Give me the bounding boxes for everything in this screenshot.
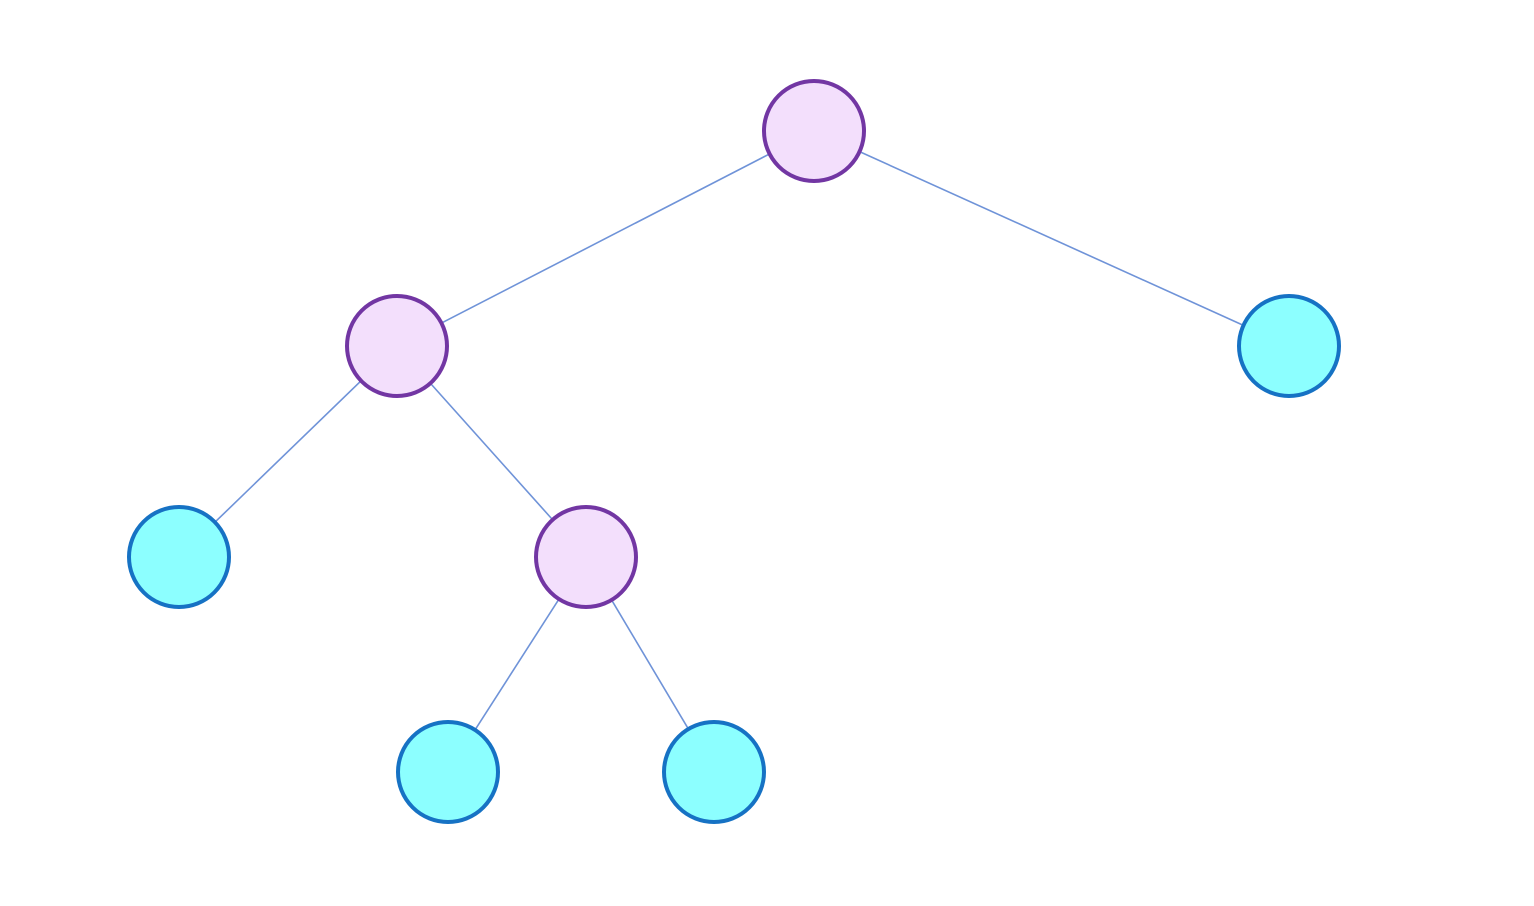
leaf-node-circle <box>662 720 766 824</box>
node-root <box>762 79 866 183</box>
edge-root-to-left <box>441 153 770 324</box>
leaf-node-circle <box>127 505 231 609</box>
leaf-node-circle <box>396 720 500 824</box>
edge-root-to-right-leaf <box>859 150 1244 327</box>
leaf-node-circle <box>1237 294 1341 398</box>
edge-left-right-to-left-right-left-leaf <box>474 598 560 731</box>
nodes-layer <box>127 79 1341 824</box>
node-left <box>345 294 449 398</box>
edge-left-right-to-left-right-right-leaf <box>610 599 690 730</box>
edges-layer <box>214 150 1244 731</box>
internal-node-circle <box>345 294 449 398</box>
node-left-right-right-leaf <box>662 720 766 824</box>
edge-left-to-left-right <box>429 382 554 521</box>
node-right-leaf <box>1237 294 1341 398</box>
edge-left-to-left-left-leaf <box>214 380 362 523</box>
node-left-right <box>534 505 638 609</box>
internal-node-circle <box>534 505 638 609</box>
node-left-left-leaf <box>127 505 231 609</box>
internal-node-circle <box>762 79 866 183</box>
node-left-right-left-leaf <box>396 720 500 824</box>
